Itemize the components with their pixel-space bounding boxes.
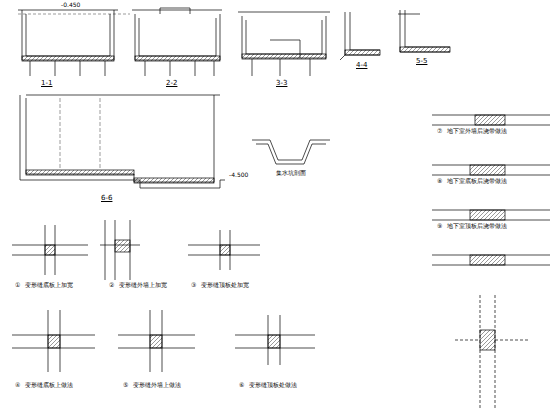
note-text: 变形缝底板上做法 — [24, 382, 74, 389]
note-text: ② — [108, 282, 115, 289]
section-label: 3-3 — [275, 80, 288, 88]
note-text: ⑥ — [238, 382, 245, 389]
section-label: 4-4 — [355, 62, 368, 70]
note-text: ⑧ — [436, 178, 443, 185]
note-text: -4.500 — [228, 172, 249, 179]
note-text: ⑨ — [436, 223, 443, 230]
note-text: ⑤ — [122, 382, 129, 389]
section-label: 1-1 — [40, 80, 53, 88]
note-text: 集水坑剖面 — [275, 170, 307, 177]
note-text: ① — [14, 282, 21, 289]
note-text: 变形缝外墙上加宽 — [118, 282, 168, 289]
section-label: 5-5 — [415, 58, 428, 66]
note-text: 变形缝顶板处加宽 — [200, 282, 250, 289]
note-text: -0.450 — [60, 2, 81, 9]
note-text: ⑦ — [436, 128, 443, 135]
note-text: ④ — [14, 382, 21, 389]
note-text: ③ — [190, 282, 197, 289]
note-text: 地下室外墙后浇带做法 — [446, 128, 508, 135]
section-label: 2-2 — [165, 80, 178, 88]
note-text: 地下室底板后浇带做法 — [446, 178, 508, 185]
note-text: 变形缝顶板处做法 — [248, 382, 298, 389]
note-text: 变形缝底板上加宽 — [24, 282, 74, 289]
note-text: 地下室顶板后浇带做法 — [446, 223, 508, 230]
note-text: 变形缝外墙上做法 — [132, 382, 182, 389]
section-label: 6-6 — [100, 195, 113, 203]
